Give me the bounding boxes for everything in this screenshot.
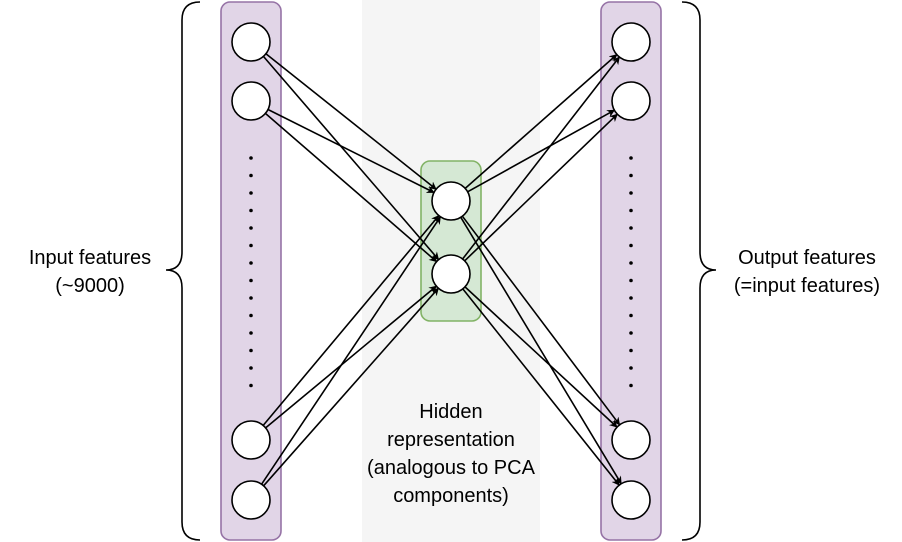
encoder-connection-arrow: [265, 285, 438, 429]
input-node: [231, 22, 271, 62]
input-node: [231, 81, 271, 121]
hidden-label-line4: components): [393, 485, 509, 507]
encoder-connection-arrow: [267, 108, 435, 194]
encoder-connection-arrow: [260, 216, 442, 485]
ellipsis-dot: [629, 156, 633, 160]
input-layer: [220, 1, 282, 541]
output-features-label: Output features (=input features): [712, 244, 902, 300]
input-ellipsis-dots: [249, 156, 253, 388]
output-brace: [681, 1, 717, 541]
ellipsis-dot: [249, 191, 253, 195]
hidden-label-line1: Hidden: [419, 401, 483, 423]
input-label-line1: Input features: [28, 247, 152, 269]
output-node: [611, 480, 651, 520]
hidden-label-line3: (analogous to PCA: [367, 457, 535, 479]
output-node: [611, 81, 651, 121]
input-node: [231, 480, 271, 520]
decoder-connection-arrow: [462, 288, 620, 486]
hidden-representation-label: Hidden representation (analogous to PCA …: [362, 398, 540, 510]
encoder-connection-arrow: [263, 287, 439, 487]
ellipsis-dot: [629, 366, 633, 370]
ellipsis-dot: [629, 331, 633, 335]
ellipsis-dot: [249, 156, 253, 160]
output-layer: [600, 1, 662, 541]
decoder-connection-arrow: [460, 216, 622, 485]
input-brace: [165, 1, 201, 541]
hidden-node: [431, 181, 471, 221]
ellipsis-dot: [629, 348, 633, 353]
input-node: [231, 420, 271, 460]
decoder-connection-arrow: [467, 109, 616, 193]
ellipsis-dot: [629, 173, 633, 178]
decoder-connection-arrow: [461, 215, 621, 426]
output-node: [611, 22, 651, 62]
decoder-connection-arrow: [464, 286, 618, 428]
encoder-connection-arrow: [262, 214, 440, 426]
ellipsis-dot: [249, 243, 253, 248]
hidden-node: [431, 254, 471, 294]
output-node: [611, 420, 651, 460]
ellipsis-dot: [249, 278, 253, 283]
connections: [260, 53, 622, 487]
ellipsis-dot: [629, 278, 633, 283]
decoder-connection-arrow: [464, 54, 618, 189]
ellipsis-dot: [629, 313, 633, 318]
ellipsis-dot: [249, 331, 253, 335]
output-label-line1: Output features: [738, 247, 876, 269]
ellipsis-dot: [629, 296, 633, 300]
ellipsis-dot: [249, 226, 253, 230]
decoder-connection-arrow: [461, 56, 621, 260]
output-ellipsis-dots: [629, 156, 633, 388]
hidden-label-line2: representation: [387, 429, 515, 451]
ellipsis-dot: [249, 348, 253, 353]
ellipsis-dot: [629, 383, 633, 388]
encoder-connection-arrow: [265, 53, 437, 190]
ellipsis-dot: [629, 243, 633, 248]
ellipsis-dot: [249, 366, 253, 370]
output-label-line2: (=input features): [733, 275, 881, 297]
ellipsis-dot: [629, 191, 633, 195]
input-features-label: Input features (~9000): [0, 244, 180, 300]
ellipsis-dot: [249, 173, 253, 178]
decoder-connection-arrow: [464, 113, 618, 262]
encoder-connection-arrow: [264, 112, 438, 263]
ellipsis-dot: [249, 313, 253, 318]
ellipsis-dot: [249, 261, 253, 265]
ellipsis-dot: [249, 296, 253, 300]
ellipsis-dot: [629, 226, 633, 230]
ellipsis-dot: [629, 208, 633, 213]
encoder-connection-arrow: [262, 55, 440, 261]
ellipsis-dot: [249, 208, 253, 213]
ellipsis-dot: [249, 383, 253, 388]
ellipsis-dot: [629, 261, 633, 265]
input-label-line2: (~9000): [55, 275, 125, 297]
